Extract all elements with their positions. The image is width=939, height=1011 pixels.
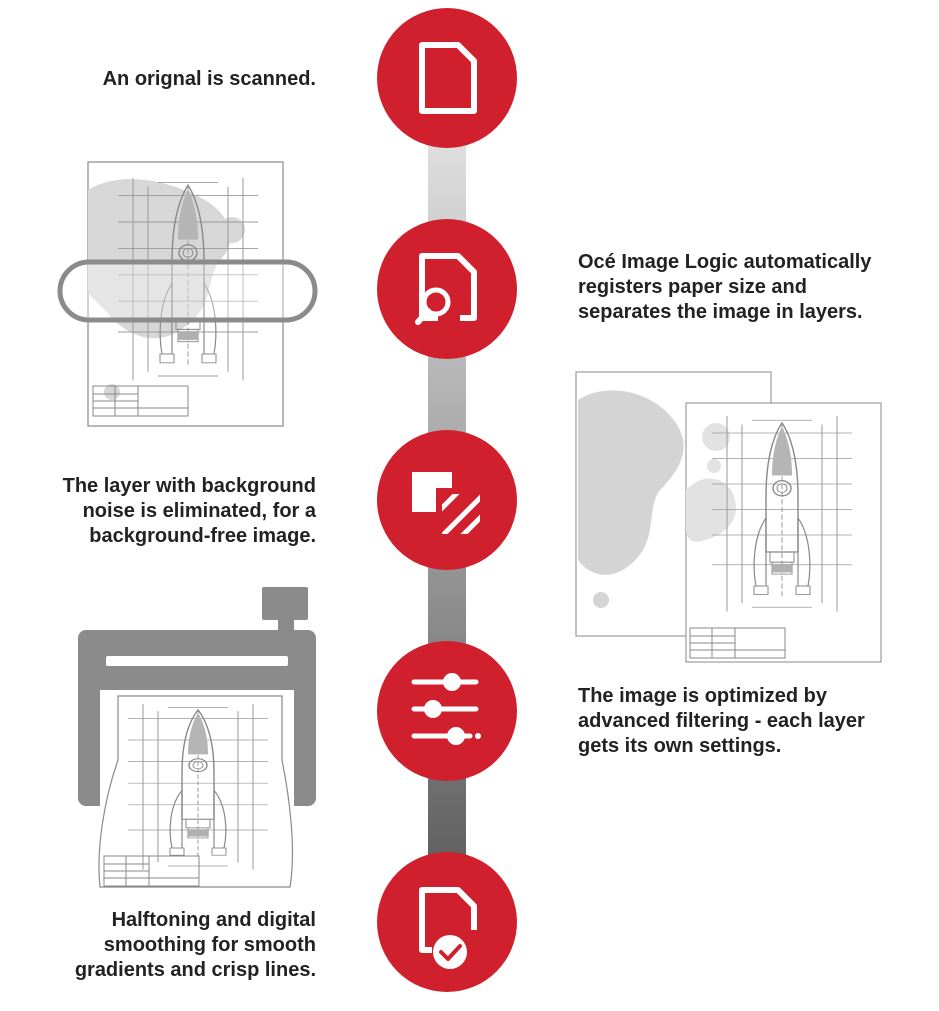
step-2-caption: Océ Image Logic automatically registers …	[578, 251, 872, 323]
step-1-caption: An orignal is scanned.	[102, 68, 316, 90]
scanned-original-drawing	[57, 161, 318, 427]
step-4-caption: The image is optimized by advanced filte…	[578, 685, 865, 757]
step-5-caption: Halftoning and digital smoothing for smo…	[74, 909, 316, 981]
layers-icon	[377, 430, 517, 570]
printer-drawing	[78, 587, 316, 888]
document-search-icon	[377, 219, 517, 359]
sliders-icon	[377, 641, 517, 781]
separated-layers-drawing	[575, 371, 882, 663]
document-check-icon	[377, 852, 517, 992]
step-3-caption: The layer with background noise is elimi…	[62, 475, 316, 547]
document-icon	[377, 8, 517, 148]
